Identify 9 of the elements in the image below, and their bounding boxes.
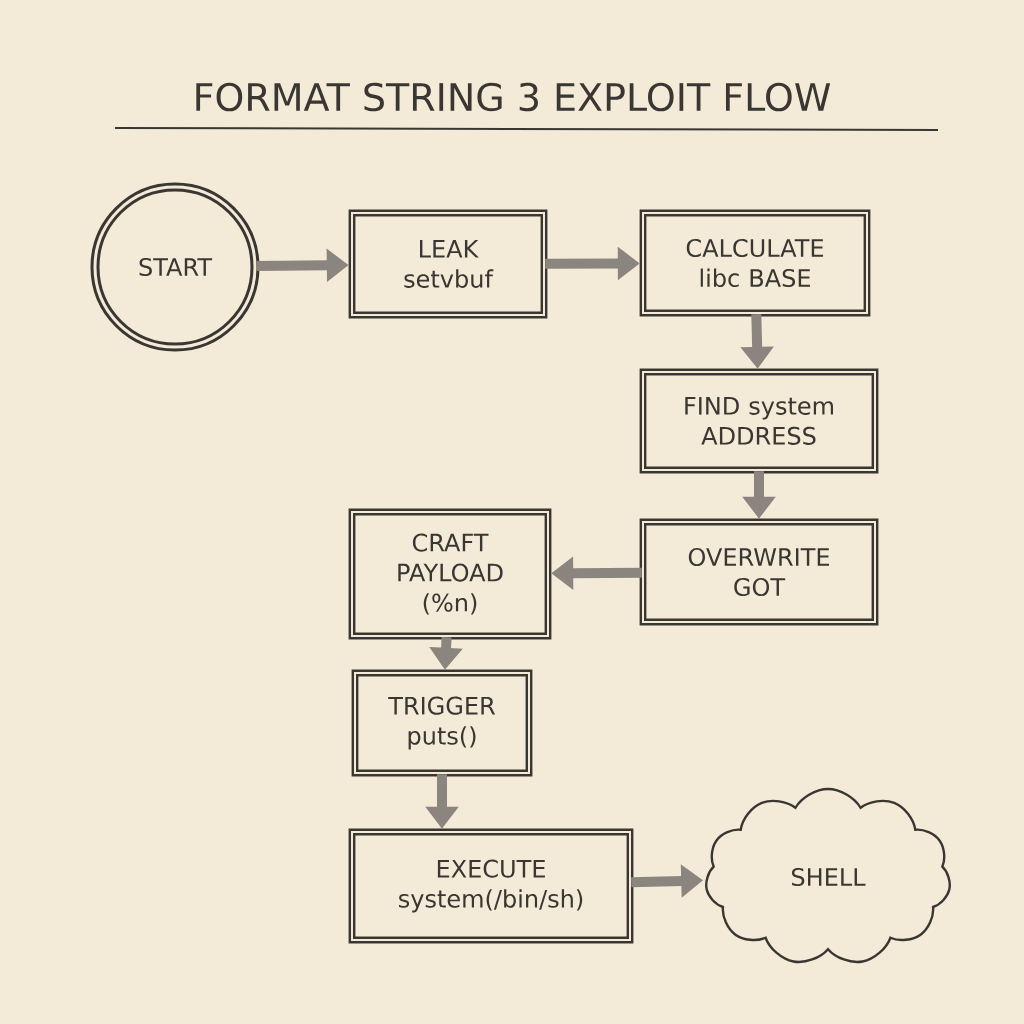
title: FORMAT STRING 3 EXPLOIT FLOW [196, 82, 831, 112]
process-box: LEAK setvbuf [348, 209, 548, 319]
process-box: EXECUTE system(/bin/sh) [348, 828, 634, 944]
process-box: TRIGGER puts() [351, 669, 533, 777]
process-box: CALCULATE libc BASE [639, 209, 871, 317]
process-box: CRAFT PAYLOAD (%n) [348, 508, 552, 640]
shell-cloud: SHELL [705, 787, 951, 964]
process-box: OVERWRITE GOT [639, 518, 879, 626]
process-box: FIND system ADDRESS [639, 368, 879, 474]
